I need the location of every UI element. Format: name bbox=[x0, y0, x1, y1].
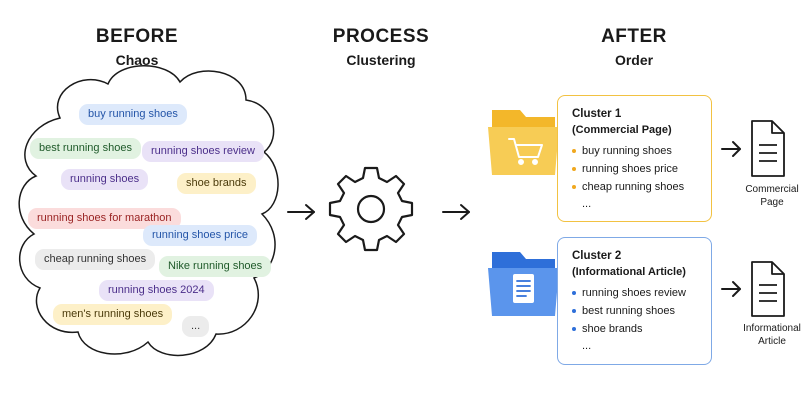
keyword-chip: ... bbox=[182, 316, 210, 337]
list-item: shoe brands bbox=[572, 320, 697, 338]
process-title: PROCESS bbox=[332, 26, 430, 47]
before-subtitle: Chaos bbox=[115, 52, 159, 68]
after-title: AFTER bbox=[601, 26, 667, 47]
keyword-chip: running shoes for marathon bbox=[28, 208, 181, 229]
result-label-line: Informational bbox=[743, 323, 801, 334]
arrow-right-icon bbox=[442, 204, 470, 220]
result-label-line: Commercial bbox=[745, 184, 799, 195]
result-label-commercial: Commercial Page bbox=[732, 183, 810, 209]
list-item: buy running shoes bbox=[572, 142, 697, 160]
more-indicator: ... bbox=[582, 198, 592, 210]
process-subtitle: Clustering bbox=[346, 52, 416, 68]
list-item: running shoes review bbox=[572, 284, 697, 302]
document-icon bbox=[513, 274, 534, 303]
cluster-card-informational: Cluster 2 (Informational Article) runnin… bbox=[557, 237, 712, 365]
before-header: BEFORE Chaos bbox=[37, 26, 237, 68]
after-header: AFTER Order bbox=[534, 26, 734, 68]
cluster-title: Cluster 2 bbox=[572, 250, 622, 262]
keyword-chip: running shoes review bbox=[142, 141, 264, 162]
arrow-right-icon bbox=[721, 141, 741, 157]
keyword-chip: best running shoes bbox=[30, 138, 141, 159]
cluster-subtitle: (Commercial Page) bbox=[572, 124, 672, 136]
result-label-informational: Informational Article bbox=[732, 322, 810, 348]
keyword-chip: running shoes 2024 bbox=[99, 280, 214, 301]
keyword-chip: buy running shoes bbox=[79, 104, 187, 125]
after-subtitle: Order bbox=[614, 52, 654, 68]
cluster-title: Cluster 1 bbox=[572, 108, 622, 120]
document-page-icon bbox=[751, 261, 785, 317]
list-item: cheap running shoes bbox=[572, 178, 697, 196]
shopping-cart-icon bbox=[508, 138, 543, 165]
result-label-line: Article bbox=[758, 336, 786, 347]
cluster-subtitle: (Informational Article) bbox=[572, 266, 686, 278]
document-page-icon bbox=[751, 120, 785, 177]
more-indicator: ... bbox=[582, 340, 592, 352]
process-header: PROCESS Clustering bbox=[281, 26, 481, 68]
keyword-chip: cheap running shoes bbox=[35, 249, 156, 270]
keyword-chip: running shoes bbox=[61, 169, 149, 190]
cluster-keyword-list: buy running shoes running shoes price ch… bbox=[572, 142, 697, 196]
before-title: BEFORE bbox=[95, 26, 179, 47]
keyword-chip: running shoes price bbox=[143, 225, 258, 246]
list-item: best running shoes bbox=[572, 302, 697, 320]
arrow-right-icon bbox=[721, 281, 741, 297]
keyword-chip: Nike running shoes bbox=[159, 256, 272, 277]
gear-icon bbox=[328, 166, 414, 252]
list-item: running shoes price bbox=[572, 160, 697, 178]
cluster-keyword-list: running shoes review best running shoes … bbox=[572, 284, 697, 338]
arrow-right-icon bbox=[287, 204, 315, 220]
cluster-card-commercial: Cluster 1 (Commercial Page) buy running … bbox=[557, 95, 712, 222]
result-label-line: Page bbox=[760, 197, 784, 208]
keyword-chip: men's running shoes bbox=[53, 304, 173, 325]
folder-icon bbox=[488, 110, 559, 175]
keyword-chip: shoe brands bbox=[177, 173, 256, 194]
